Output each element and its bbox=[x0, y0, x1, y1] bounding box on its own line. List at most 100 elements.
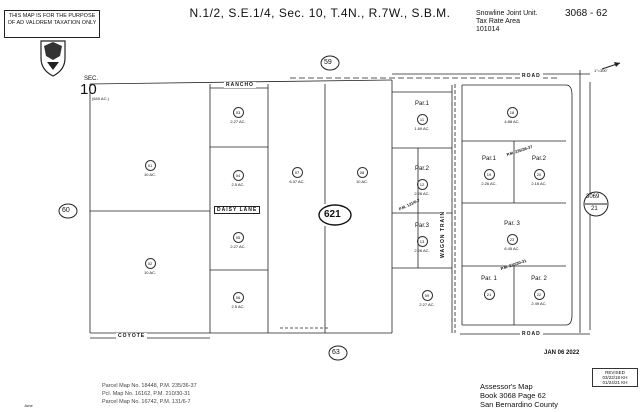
road-marker-63-label: 63 bbox=[332, 349, 340, 356]
month-label: June bbox=[24, 403, 33, 408]
parcel-acreage: 2.27 AC. bbox=[230, 244, 246, 249]
assessor-county: San Bernardino County bbox=[480, 400, 558, 409]
street-daisy-lane: DAISY LANE bbox=[214, 206, 261, 214]
assessor-title: Assessor's Map bbox=[480, 382, 533, 391]
date-stamp: JAN 06 2022 bbox=[544, 350, 580, 356]
section-area: (640 AC.) bbox=[92, 96, 109, 101]
parcel-number-circle: 09 bbox=[421, 290, 433, 301]
street-wagon-train: WAGON TRAIN bbox=[440, 208, 446, 260]
disclaimer-box: THIS MAP IS FOR THE PURPOSE OF AD VALORE… bbox=[4, 10, 100, 38]
road-marker-59 bbox=[320, 55, 340, 71]
parcel-number-circle: 03 bbox=[232, 107, 244, 118]
parcel-label: Par.3 bbox=[414, 223, 429, 229]
page-ref-top: 3069 bbox=[586, 194, 600, 200]
revised-title: REVISED bbox=[605, 370, 625, 375]
page-number: 3068 - 62 bbox=[565, 8, 608, 19]
parcel-acreage: 2.27 AC. bbox=[230, 119, 246, 124]
street-road-bottom: ROAD bbox=[520, 331, 543, 337]
parcel-map-ref-2: Pcl. Map No. 16162, P.M. 210/30-31 bbox=[102, 391, 191, 397]
north-arrow-icon bbox=[601, 62, 621, 70]
parcel-label: Par.1 bbox=[414, 101, 429, 107]
parcel-label: Par. 1 bbox=[481, 276, 497, 282]
road-marker-59-label: 59 bbox=[324, 59, 332, 66]
revised-box: REVISED 03/22/18 KH 01/24/21 KH bbox=[592, 368, 638, 387]
parcel-number-circle: 11 bbox=[416, 114, 428, 125]
parcel-number-circle: 18 bbox=[506, 107, 518, 118]
parcel-number-circle: 08 bbox=[356, 167, 368, 178]
district-name: Snowline Joint Unit. bbox=[476, 10, 538, 17]
parcel-number-circle: 04 bbox=[232, 170, 244, 181]
street-coyote: COYOTE bbox=[116, 333, 148, 339]
parcel-acreage: 2.16 AC. bbox=[531, 181, 547, 186]
parcel-label: Par. 2 bbox=[531, 276, 547, 282]
street-road-top: ROAD bbox=[520, 73, 543, 79]
parcel-acreage: 2.26 AC. bbox=[481, 181, 497, 186]
parcel-label: Par.2 bbox=[531, 156, 546, 162]
disclaimer-text: THIS MAP IS FOR THE PURPOSE OF AD VALORE… bbox=[7, 13, 97, 26]
parcel-acreage: 2.49 AC. bbox=[531, 301, 547, 306]
parcel-acreage: 2.26 AC. bbox=[414, 248, 430, 253]
county-seal-icon bbox=[40, 40, 66, 77]
road-marker-63 bbox=[328, 345, 348, 361]
parcel-map-ref-1: Parcel Map No. 18448, P.M. 235/36-37 bbox=[102, 383, 197, 389]
parcel-21: Par. 1 21 bbox=[473, 276, 505, 301]
section-sec-label: SEC. bbox=[84, 76, 99, 82]
road-marker-60 bbox=[58, 203, 78, 219]
parcel-acreage: 2.5 AC. bbox=[231, 182, 245, 187]
parcel-acreage: 10 AC. bbox=[143, 172, 156, 177]
parcel-number-circle: 21 bbox=[483, 289, 495, 300]
parcel-acreage: 2.27 AC. bbox=[419, 302, 435, 307]
section-number: 10 bbox=[80, 81, 97, 98]
tax-rate-label: Tax Rate Area bbox=[476, 18, 520, 25]
road-marker-60-label: 60 bbox=[62, 207, 70, 214]
parcel-number-circle: 07 bbox=[291, 167, 303, 178]
revised-date-2: 01/24/21 KH bbox=[602, 380, 628, 385]
parcel-acreage: 2.26 AC. bbox=[414, 191, 430, 196]
parcel-map-ref-3: Parcel Map No. 16742, P.M. 131/6-7 bbox=[102, 399, 191, 405]
map-title: N.1/2, S.E.1/4, Sec. 10, T.4N., R.7W., S… bbox=[189, 6, 451, 20]
page-ref-bottom: 21 bbox=[591, 206, 598, 212]
parcel-label: Par.1 bbox=[481, 156, 496, 162]
parcel-number-circle: 20 bbox=[533, 169, 545, 180]
scale-text: 1"=300' bbox=[594, 68, 608, 73]
parcel-acreage: 6.37 AC. bbox=[289, 179, 305, 184]
center-marker-621 bbox=[318, 204, 352, 226]
parcel-number-circle: 05 bbox=[232, 232, 244, 243]
parcel-acreage: 10 AC. bbox=[355, 179, 368, 184]
parcel-acreage: 10 AC. bbox=[143, 270, 156, 275]
parcel-number-circle: 02 bbox=[144, 258, 156, 269]
tax-rate-value: 101014 bbox=[476, 26, 500, 33]
parcel-number-circle: 12 bbox=[416, 179, 428, 190]
parcel-acreage: 2.5 AC. bbox=[231, 304, 245, 309]
parcel-label: Par.2 bbox=[414, 166, 429, 172]
revised-date-1: 03/22/18 KH bbox=[602, 375, 628, 380]
parcel-number-circle: 06 bbox=[232, 292, 244, 303]
parcel-number-circle: 19 bbox=[483, 169, 495, 180]
parcel-number-circle: 23 bbox=[506, 234, 518, 245]
parcel-number-circle: 13 bbox=[416, 236, 428, 247]
parcel-number-circle: 01 bbox=[144, 160, 156, 171]
parcel-acreage: 1.69 AC. bbox=[414, 126, 430, 131]
page-ref-marker bbox=[583, 191, 609, 217]
parcel-label: Par. 3 bbox=[504, 221, 520, 227]
street-rancho: RANCHO bbox=[224, 82, 256, 88]
center-marker-621-label: 621 bbox=[324, 209, 341, 220]
parcel-acreage: 6.45 AC. bbox=[504, 246, 520, 251]
assessor-book: Book 3068 Page 62 bbox=[480, 391, 546, 400]
parcel-acreage: 4.88 AC. bbox=[504, 119, 520, 124]
